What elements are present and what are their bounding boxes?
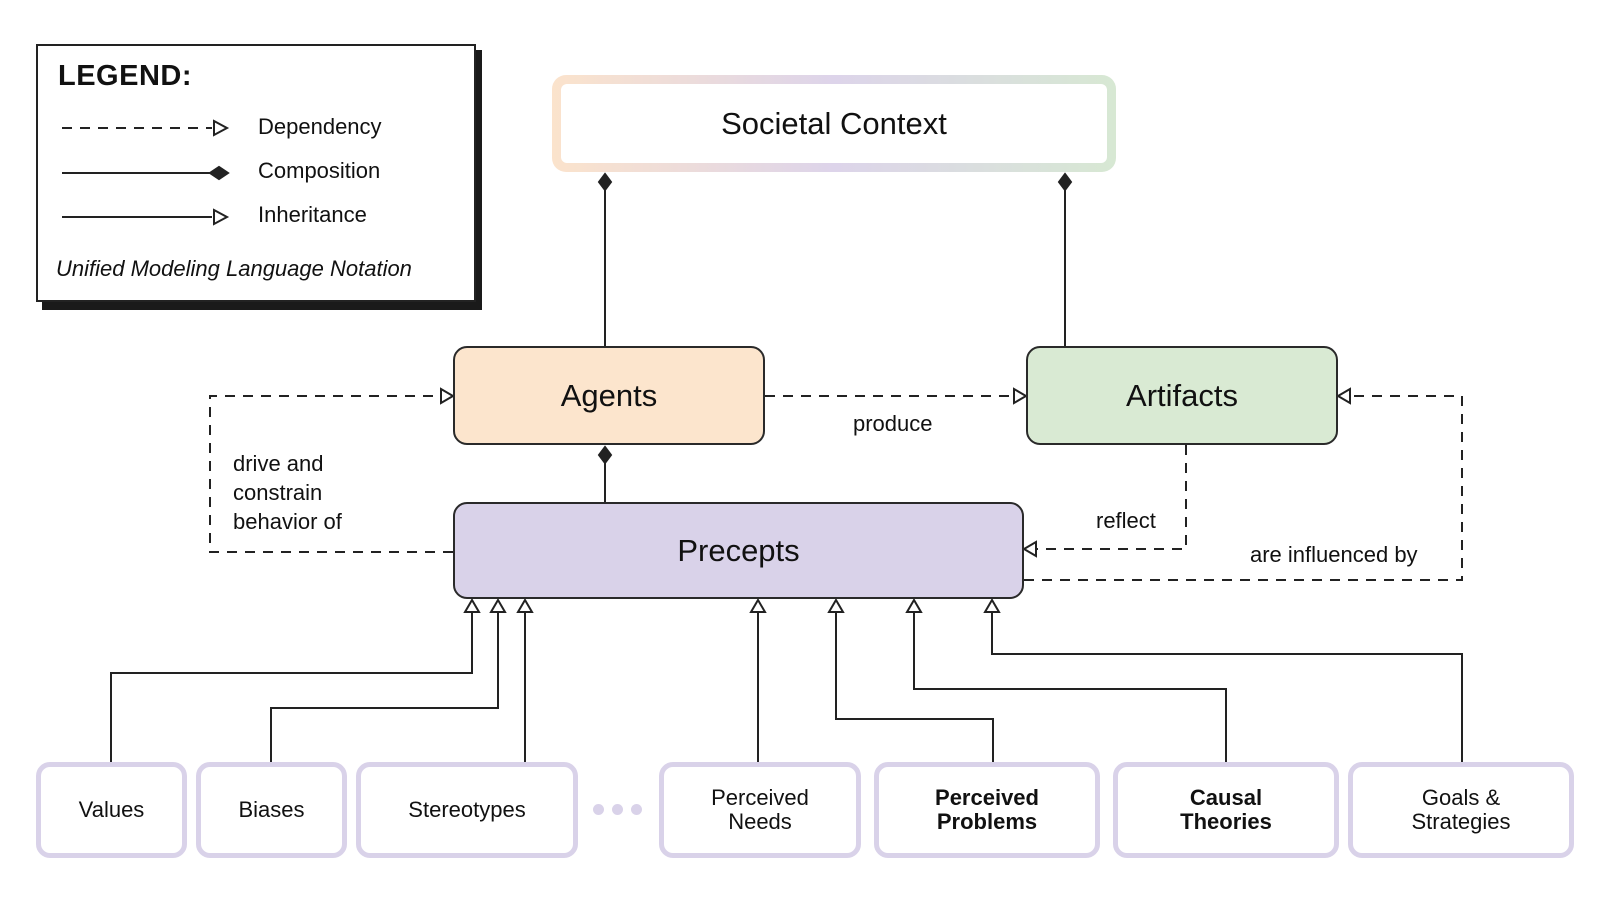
- legend-note: Unified Modeling Language Notation: [56, 256, 412, 281]
- artifacts-node[interactable]: Artifacts: [1026, 346, 1338, 445]
- legend-dependency-arrowhead: [213, 119, 230, 137]
- theories-inheritance-line: [913, 612, 1227, 762]
- reflect-label: reflect: [1096, 508, 1156, 533]
- drive-label-line-2: constrain: [233, 480, 323, 505]
- leaf-perceived-problems-line-1: Perceived: [935, 785, 1039, 810]
- legend-label-composition: Composition: [258, 158, 381, 183]
- influenced-arrowhead: [1336, 387, 1351, 405]
- leaf-stereotypes[interactable]: Stereotypes: [356, 762, 578, 858]
- needs-arrowhead: [749, 598, 767, 613]
- stereotypes-arrowhead: [516, 598, 534, 613]
- ellipsis-dot: [612, 804, 623, 815]
- drive-label-line-3: behavior of: [233, 509, 342, 534]
- goals-arrowhead: [983, 598, 1001, 613]
- leaf-values[interactable]: Values: [36, 762, 187, 858]
- reflect-dependency-line: [1036, 445, 1187, 550]
- goals-inheritance-line: [991, 612, 1463, 762]
- produce-arrowhead: [1013, 387, 1028, 405]
- leaf-perceived-needs[interactable]: Perceived Needs: [659, 762, 861, 858]
- leaf-perceived-needs-line-1: Perceived: [711, 785, 809, 810]
- leaf-causal-theories-line-1: Causal: [1189, 785, 1263, 810]
- legend-label-inheritance: Inheritance: [258, 202, 367, 227]
- leaf-perceived-problems[interactable]: Perceived Problems: [874, 762, 1100, 858]
- agents-societal-diamond: [597, 172, 613, 192]
- ellipsis-dots: [593, 804, 642, 815]
- leaf-causal-theories-line-2: Theories: [1180, 809, 1272, 834]
- leaf-goals-strategies-line-1: Goals &: [1421, 785, 1501, 810]
- legend-label-dependency: Dependency: [258, 114, 382, 139]
- artifacts-societal-diamond: [1057, 172, 1073, 192]
- leaf-biases[interactable]: Biases: [196, 762, 347, 858]
- drive-label-line-1: drive and: [233, 451, 324, 476]
- precepts-node[interactable]: Precepts: [453, 502, 1024, 599]
- influenced-label: are influenced by: [1250, 542, 1418, 567]
- agents-node[interactable]: Agents: [453, 346, 765, 445]
- leaf-perceived-problems-line-2: Problems: [936, 809, 1038, 834]
- societal-context-node[interactable]: Societal Context: [552, 75, 1116, 172]
- influenced-dependency-line: [1024, 395, 1463, 581]
- problems-arrowhead: [827, 598, 845, 613]
- leaf-perceived-needs-line-2: Needs: [728, 809, 792, 834]
- values-inheritance-line: [110, 612, 473, 762]
- leaf-causal-theories[interactable]: Causal Theories: [1113, 762, 1339, 858]
- legend-inheritance-arrowhead: [213, 208, 230, 226]
- societal-context-label: Societal Context: [561, 84, 1107, 163]
- legend-title: LEGEND:: [58, 60, 192, 92]
- precepts-agents-diamond: [597, 445, 613, 465]
- drive-label: drive and constrain behavior of: [233, 449, 342, 536]
- biases-inheritance-line: [270, 612, 499, 762]
- biases-arrowhead: [489, 598, 507, 613]
- drive-arrowhead: [440, 387, 455, 405]
- leaf-goals-strategies-line-2: Strategies: [1411, 809, 1511, 834]
- theories-arrowhead: [905, 598, 923, 613]
- produce-label: produce: [853, 411, 933, 436]
- problems-inheritance-line: [835, 612, 994, 762]
- values-arrowhead: [463, 598, 481, 613]
- legend-composition-diamond: [208, 165, 230, 181]
- reflect-arrowhead: [1022, 540, 1037, 558]
- ellipsis-dot: [631, 804, 642, 815]
- ellipsis-dot: [593, 804, 604, 815]
- leaf-goals-strategies[interactable]: Goals & Strategies: [1348, 762, 1574, 858]
